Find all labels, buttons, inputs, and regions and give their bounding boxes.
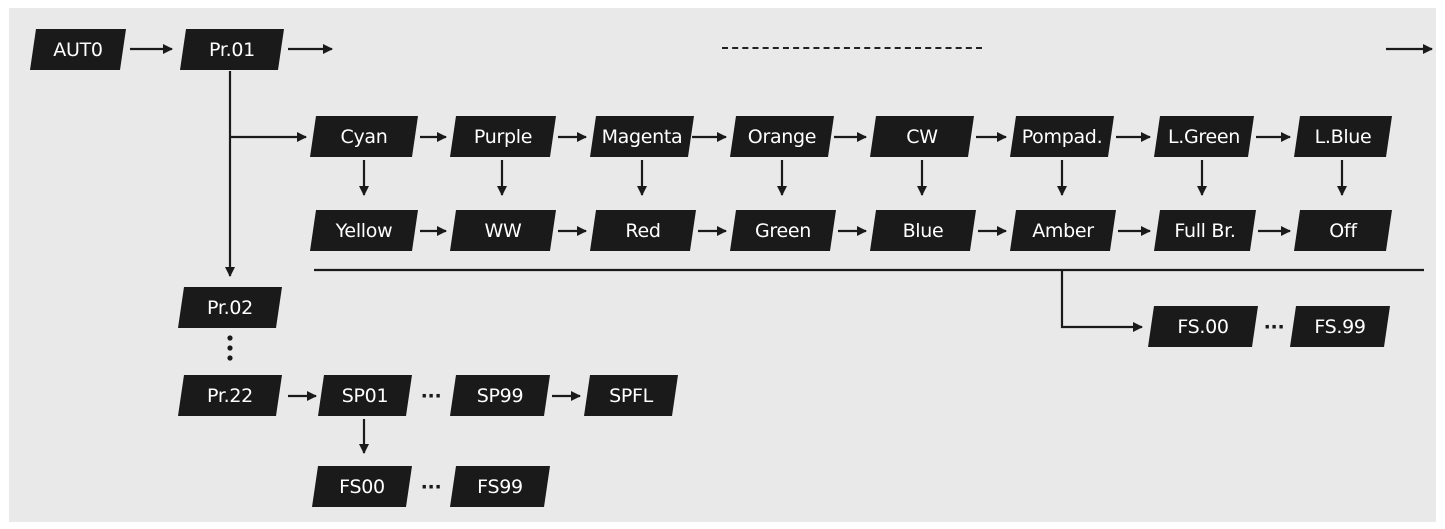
diagram-background [9,8,1436,522]
vertical-ellipsis [227,335,233,361]
node-fs00: FS00 [312,466,412,507]
node-ww: WW [450,210,556,251]
node-pompad: Pompad. [1010,116,1114,157]
node-magenta: Magenta [590,116,694,157]
dashed-continuation-line [722,47,982,49]
node-fs99: FS99 [450,466,550,507]
node-pr02: Pr.02 [178,287,282,328]
node-orange: Orange [730,116,834,157]
ellipsis-fs-dot: ··· [1263,315,1285,338]
branch-to-fs00 [1060,270,1143,332]
node-pr01: Pr.01 [180,29,284,70]
node-fs00-dot: FS.00 [1148,306,1258,347]
node-blue: Blue [870,210,976,251]
ellipsis-fs: ··· [420,475,442,498]
node-lgreen: L.Green [1154,116,1254,157]
node-spfl: SPFL [584,375,678,416]
node-pr22: Pr.22 [178,375,282,416]
node-yellow: Yellow [310,210,418,251]
node-cw: CW [870,116,974,157]
node-purple: Purple [450,116,556,157]
node-fullbr: Full Br. [1154,210,1256,251]
node-green: Green [730,210,836,251]
node-sp99: SP99 [450,375,550,416]
node-auto: AUT0 [30,29,126,70]
node-cyan: Cyan [310,116,418,157]
node-lblue: L.Blue [1294,116,1392,157]
ellipsis-sp: ··· [420,384,442,407]
node-fs99-dot: FS.99 [1290,306,1390,347]
node-sp01: SP01 [318,375,412,416]
node-red: Red [590,210,696,251]
node-off: Off [1294,210,1392,251]
node-amber: Amber [1010,210,1116,251]
